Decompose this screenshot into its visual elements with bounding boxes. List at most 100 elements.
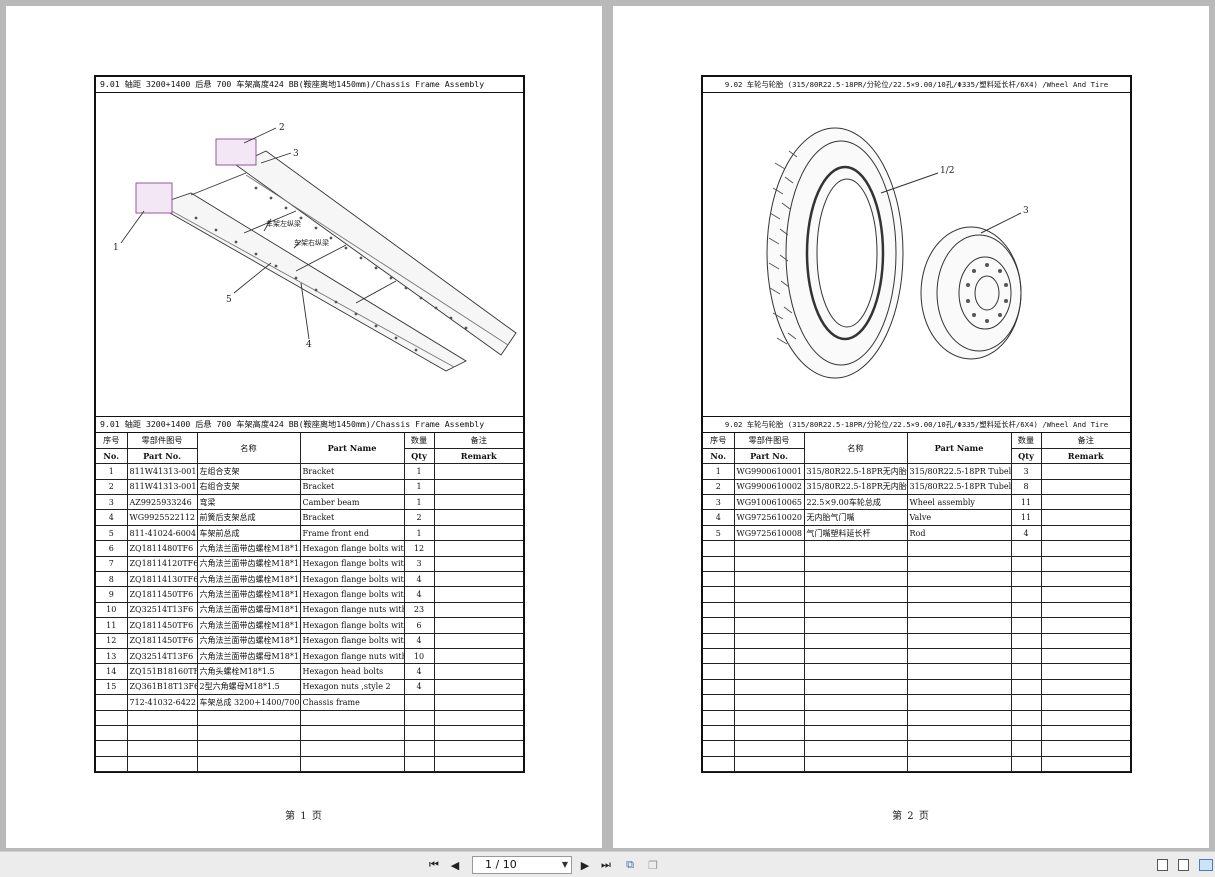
copy-icon[interactable]: ❐ xyxy=(648,858,658,872)
table-row xyxy=(703,601,1130,619)
page-indicator-select[interactable]: 1 / 10 ▼ xyxy=(472,856,572,874)
last-page-icon[interactable]: ⏭ xyxy=(601,858,611,871)
row-name-cn xyxy=(803,724,908,742)
row-name-cn: 315/80R22.5-18PR无内胎轮胎总成（纵向花纹/转向轮） xyxy=(803,478,908,496)
col-header-no: No. xyxy=(703,447,735,465)
row-no xyxy=(703,555,735,573)
row-name-cn: 315/80R22.5-18PR无内胎轮胎总成（横向花纹/驱动轮） xyxy=(803,463,908,480)
row-part-no: WG9925522112 xyxy=(126,509,198,526)
row-part-name xyxy=(906,617,1012,634)
row-remark xyxy=(433,617,523,634)
single-page-view-icon[interactable] xyxy=(1157,859,1168,871)
row-qty: 4 xyxy=(403,663,435,680)
rotate-icon[interactable]: ⧉ xyxy=(626,858,634,871)
row-qty: 4 xyxy=(403,586,435,603)
row-name-cn: 气门嘴塑料延长杆 xyxy=(803,524,908,542)
row-remark xyxy=(433,478,523,496)
row-name-cn: 车架总成 3200+1400/700（鞍座离地1450mm） xyxy=(196,694,301,711)
row-no: 11 xyxy=(96,617,128,634)
row-qty xyxy=(1010,694,1042,711)
row-qty xyxy=(403,709,435,726)
row-remark xyxy=(1040,571,1130,588)
row-remark xyxy=(1040,478,1130,496)
row-name-cn: 右组合支架 xyxy=(196,478,301,496)
row-name-cn: 前簧后支架总成 xyxy=(196,509,301,526)
row-no: 1 xyxy=(96,463,128,480)
row-part-name xyxy=(906,647,1012,665)
table-row xyxy=(96,740,523,757)
table-row xyxy=(96,755,523,773)
row-part-name: Valve xyxy=(906,509,1012,526)
row-remark xyxy=(1040,524,1130,542)
row-part-no xyxy=(733,647,805,665)
row-remark xyxy=(1040,663,1130,680)
row-no xyxy=(96,740,128,757)
row-no xyxy=(703,647,735,665)
row-name-cn: 六角法兰面带齿螺栓M18*1.5 xyxy=(196,571,301,588)
row-remark xyxy=(433,663,523,680)
continuous-view-icon[interactable] xyxy=(1178,859,1189,871)
row-name-cn xyxy=(803,601,908,619)
row-qty xyxy=(403,740,435,757)
row-no xyxy=(703,709,735,726)
row-no: 5 xyxy=(96,524,128,542)
first-page-icon[interactable]: ⏮ xyxy=(429,858,439,871)
row-name-cn: 六角法兰面带齿螺栓M18*1.5 xyxy=(196,586,301,603)
row-no: 4 xyxy=(703,509,735,526)
row-part-no: ZQ18114130TF6 xyxy=(126,571,198,588)
row-no: 12 xyxy=(96,632,128,649)
row-no xyxy=(96,709,128,726)
col-header-remark: Remark xyxy=(1040,447,1130,465)
row-part-name: Hexagon flange bolts with teeth xyxy=(299,617,405,634)
row-part-name: Wheel assembly xyxy=(906,494,1012,511)
row-part-name xyxy=(906,555,1012,573)
next-page-icon[interactable]: ▶ xyxy=(580,858,590,872)
row-no xyxy=(96,755,128,773)
two-page-view-icon[interactable] xyxy=(1199,859,1213,871)
row-remark xyxy=(433,586,523,603)
row-part-no: ZQ361B18T13F6 xyxy=(126,678,198,696)
row-part-no: ZQ1811450TF6 xyxy=(126,632,198,649)
row-qty xyxy=(1010,755,1042,773)
table-title: 9.02 车轮与轮胎 (315/80R22.5-18PR/分轮位/22.5×9.… xyxy=(703,417,1130,433)
table-title: 9.01 轴距 3200+1400 后悬 700 车架高度424 BB(鞍座离地… xyxy=(96,417,523,433)
row-name-cn xyxy=(196,755,301,773)
row-part-name: Chassis frame xyxy=(299,694,405,711)
table-row xyxy=(703,663,1130,680)
col-header-no: No. xyxy=(96,447,128,465)
row-part-no: ZQ1811480TF6 xyxy=(126,540,198,557)
table-row xyxy=(703,647,1130,665)
row-qty: 11 xyxy=(1010,494,1042,511)
row-name-cn xyxy=(803,571,908,588)
row-name-cn xyxy=(803,740,908,757)
figure-title: 9.01 轴距 3200+1400 后悬 700 车架高度424 BB(鞍座离地… xyxy=(96,77,523,93)
callout-1-2: 1/2 xyxy=(940,166,954,176)
row-name-cn xyxy=(803,586,908,603)
row-remark xyxy=(433,463,523,480)
row-no: 3 xyxy=(703,494,735,511)
row-qty: 1 xyxy=(403,463,435,480)
col-header-qty-cn: 数量 xyxy=(1010,433,1042,449)
prev-page-icon[interactable]: ◀ xyxy=(450,858,460,872)
row-part-name: Hexagon nuts ,style 2 xyxy=(299,678,405,696)
row-name-cn: 六角法兰面带齿螺栓M18*1.5 xyxy=(196,555,301,573)
row-no xyxy=(703,740,735,757)
row-remark xyxy=(433,555,523,573)
col-header-qty-cn: 数量 xyxy=(403,433,435,449)
row-no: 6 xyxy=(96,540,128,557)
table-row xyxy=(703,709,1130,726)
row-qty: 2 xyxy=(403,509,435,526)
row-part-name xyxy=(906,709,1012,726)
row-part-name: Hexagon flange bolts with teeth xyxy=(299,632,405,649)
chassis-frame-illustration: 2 3 1 5 4 车架左纵梁 车架右纵梁 xyxy=(113,123,517,372)
col-header-name-cn: 名称 xyxy=(196,433,301,465)
pdf-page-1: 9.01 轴距 3200+1400 后悬 700 车架高度424 BB(鞍座离地… xyxy=(6,6,602,848)
row-part-no xyxy=(733,663,805,680)
row-part-name xyxy=(906,632,1012,649)
